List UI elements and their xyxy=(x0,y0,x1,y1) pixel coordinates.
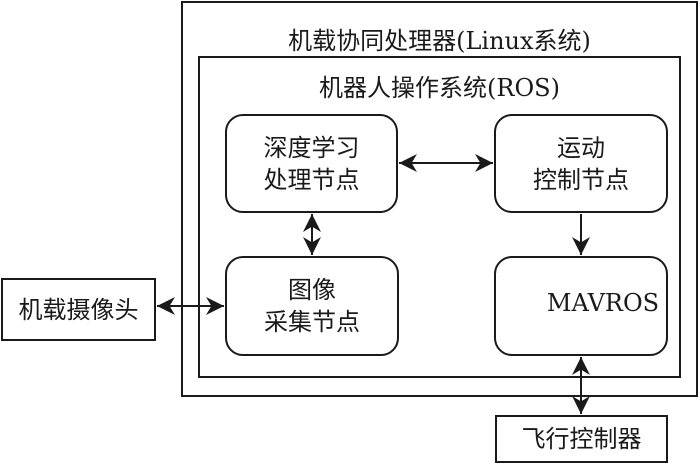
mavros-node-label: MAVROS xyxy=(546,289,660,317)
onboard-coprocessor-title: 机载协同处理器(Linux系统) xyxy=(288,27,591,55)
motion-control-node-line2: 控制节点 xyxy=(533,165,629,194)
image-capture-node-line2: 采集节点 xyxy=(264,308,360,336)
mavros-node: MAVROS xyxy=(494,256,668,356)
deep-learning-node-line2: 处理节点 xyxy=(263,165,360,194)
ros-title: 机器人操作系统(ROS) xyxy=(319,74,560,102)
image-capture-node: 图像 采集节点 xyxy=(225,256,399,356)
motion-control-node-line1: 运动 xyxy=(557,133,605,162)
flight-controller-box: 飞行控制器 xyxy=(495,415,668,463)
deep-learning-node-line1: 深度学习 xyxy=(263,133,360,162)
deep-learning-node: 深度学习 处理节点 xyxy=(225,114,398,213)
onboard-camera-label: 机载摄像头 xyxy=(18,295,139,324)
onboard-camera-box: 机载摄像头 xyxy=(1,278,156,341)
flight-controller-label: 飞行控制器 xyxy=(521,425,642,453)
image-capture-node-line1: 图像 xyxy=(288,276,336,304)
motion-control-node: 运动 控制节点 xyxy=(494,114,668,213)
